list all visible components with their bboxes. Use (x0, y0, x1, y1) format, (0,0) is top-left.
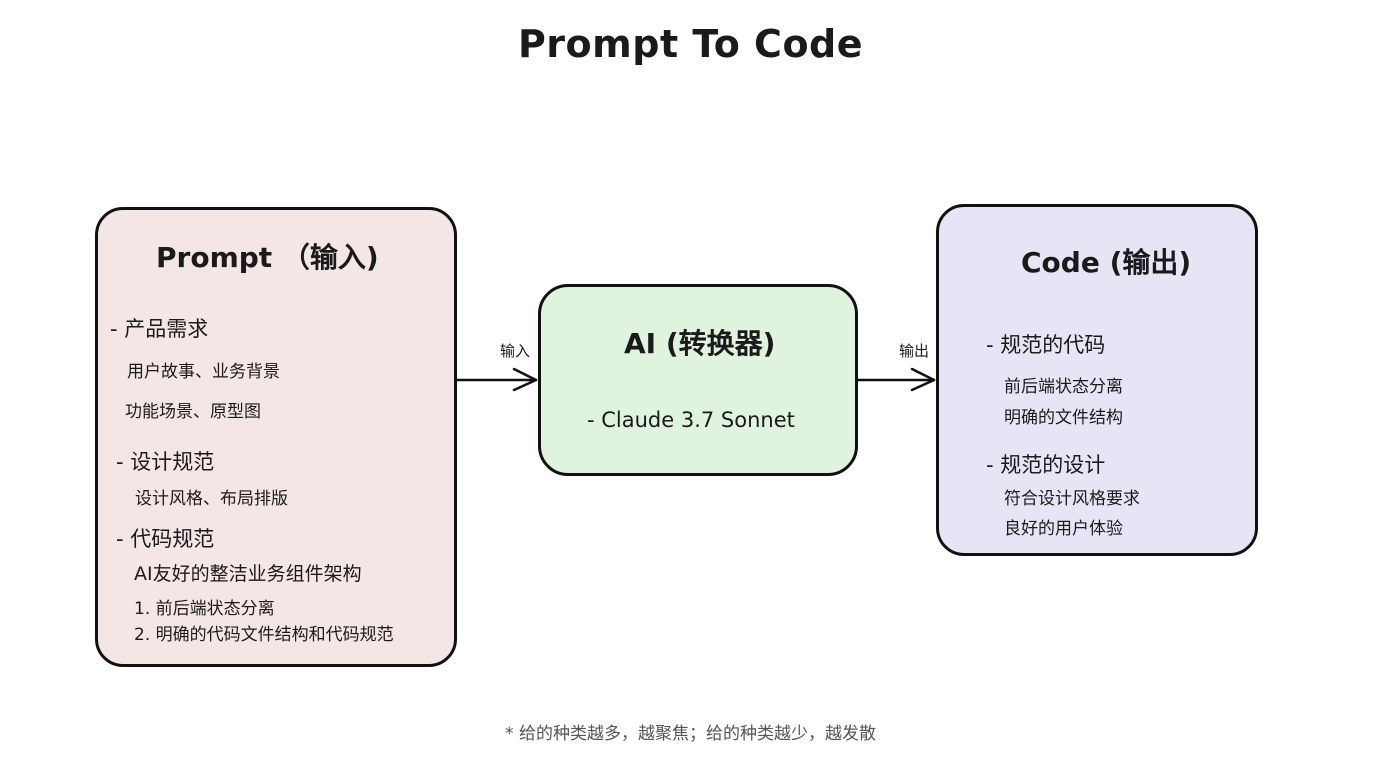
prompt-section-item: AI友好的整洁业务组件架构 (134, 563, 362, 585)
code-section-item: 明确的文件结构 (1004, 408, 1123, 428)
code-box-title: Code (输出) (1021, 246, 1192, 279)
output-arrow-head (910, 367, 936, 392)
code-section-item: 符合设计风格要求 (1004, 489, 1140, 509)
prompt-section-item: 功能场景、原型图 (125, 402, 261, 422)
ai-box (538, 284, 858, 476)
prompt-section-item: 1. 前后端状态分离 (134, 599, 275, 619)
code-section-item: 前后端状态分离 (1004, 377, 1123, 397)
prompt-section-item: 设计风格、布局排版 (135, 489, 288, 509)
prompt-section-item: 2. 明确的代码文件结构和代码规范 (134, 625, 394, 645)
footnote: * 给的种类越多，越聚焦；给的种类越少，越发散 (505, 724, 876, 744)
prompt-section-heading: - 产品需求 (110, 317, 209, 341)
input-connector-label: 输入 (500, 342, 531, 360)
prompt-section-heading: - 代码规范 (116, 527, 215, 551)
input-arrow-head (512, 367, 538, 392)
diagram-title: Prompt To Code (517, 22, 864, 66)
prompt-box-title: Prompt （输入) (156, 241, 379, 274)
code-section-heading: - 规范的设计 (986, 453, 1106, 477)
code-section-item: 良好的用户体验 (1004, 519, 1123, 539)
code-section-heading: - 规范的代码 (986, 333, 1106, 357)
prompt-section-heading: - 设计规范 (116, 450, 215, 474)
prompt-section-item: 用户故事、业务背景 (127, 362, 280, 382)
output-connector-label: 输出 (899, 342, 930, 360)
code-box (936, 204, 1258, 556)
ai-box-title: AI (转换器) (624, 327, 776, 360)
ai-model-label: - Claude 3.7 Sonnet (587, 408, 795, 432)
prompt-box (95, 207, 457, 667)
